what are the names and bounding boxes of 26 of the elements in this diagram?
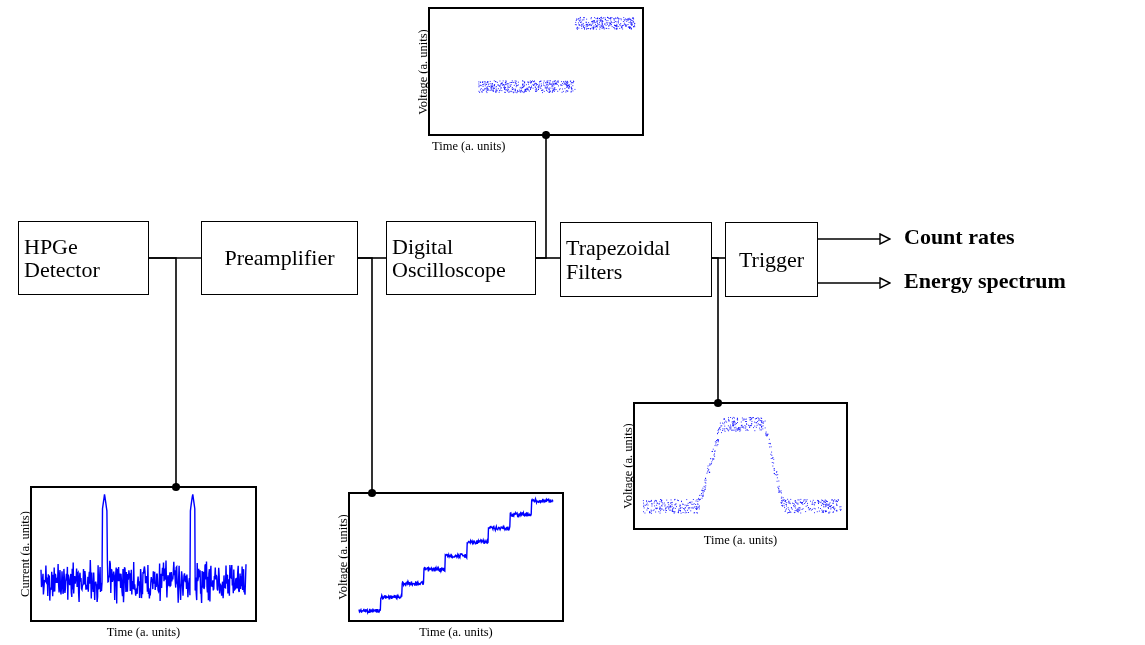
box-label: Preamplifier [224, 246, 335, 270]
y-axis-label: Current (a. units) [17, 511, 33, 597]
box-label: Trigger [738, 247, 805, 272]
preamplifier-box [201, 221, 358, 295]
probe-line [711, 257, 723, 408]
x-axis-label: Time (a. units) [419, 625, 493, 640]
probe-line [148, 257, 181, 492]
output-label: Count rates [904, 224, 1104, 254]
y-axis-label: Voltage (a. units) [415, 28, 431, 115]
x-axis-label: Time (a. units) [432, 139, 506, 154]
arrow [817, 277, 891, 289]
probe-line [535, 130, 551, 259]
detector-box [18, 221, 149, 295]
x-axis-label: Time (a. units) [106, 625, 181, 640]
filter-box [560, 222, 712, 297]
y-axis-label: Voltage (a. units) [620, 423, 636, 509]
box-label: Digital Oscilloscope [392, 234, 507, 282]
arrow [817, 233, 891, 245]
probe-line [357, 257, 377, 498]
y-axis-label: Voltage (a. units) [335, 514, 351, 600]
trigger-box [725, 222, 818, 297]
box-label: Trapezoidal Filters [566, 236, 672, 283]
box-label: HPGe Detector [24, 234, 101, 282]
output-label: Energy spectrum [904, 268, 1139, 298]
oscilloscope-box [386, 221, 536, 295]
x-axis-label: Time (a. units) [703, 533, 778, 548]
